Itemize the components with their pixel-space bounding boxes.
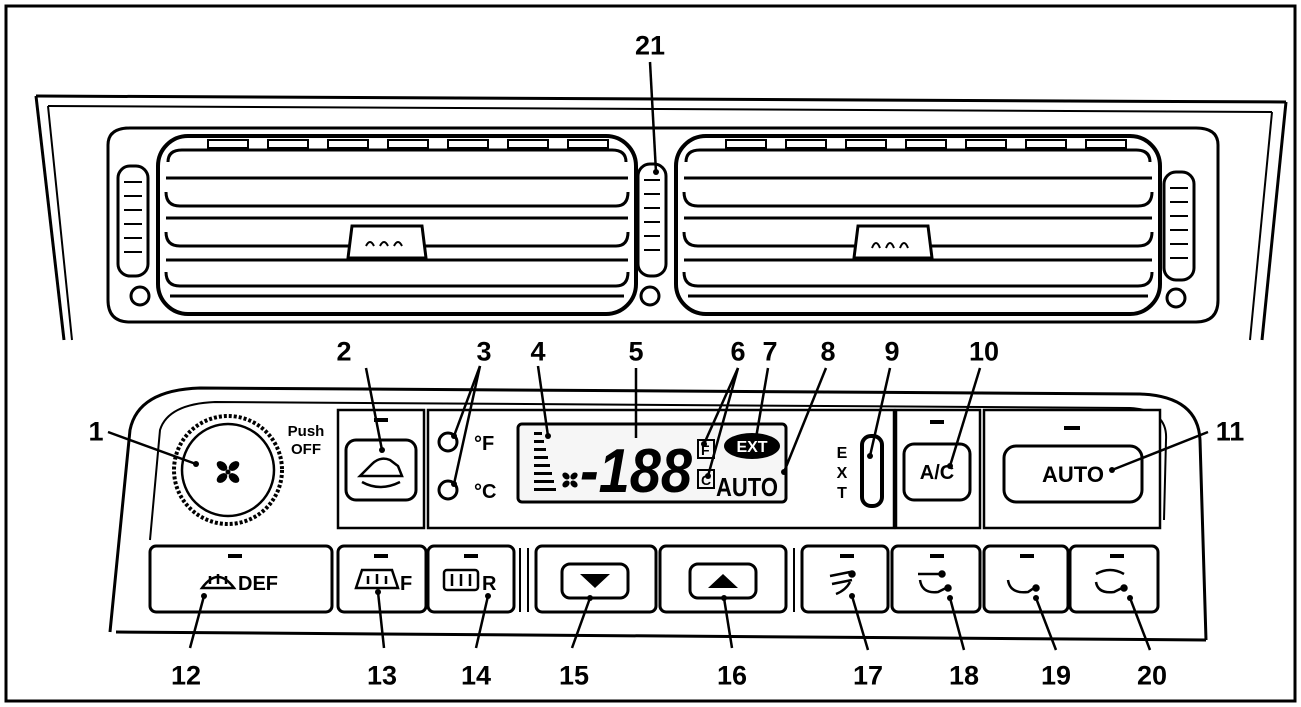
fan-knob [172,414,284,526]
leader-lines [107,61,1209,651]
callout-11: 11 [1215,416,1245,447]
ext-letter-x: X [837,465,848,482]
rear-defrost-icon [442,568,480,592]
auto-button [1002,426,1144,504]
recirculation-button [344,418,418,502]
callout-2: 2 [336,336,352,367]
callout-20: 20 [1136,660,1168,691]
callout-17: 17 [852,660,884,691]
lower-button-row [148,544,1160,614]
auto-button-label: AUTO [1042,462,1104,487]
vent-floor-icon [1006,579,1040,594]
leader-arrowheads [193,169,1133,601]
callout-1: 1 [88,416,104,447]
callout-8: 8 [820,336,836,367]
callout-5: 5 [628,336,644,367]
left-vent-tab [346,224,428,260]
left-vent [156,134,638,316]
lcd-ext-indicator: EXT [736,439,767,456]
front-defrost-label: F [400,573,412,595]
fan-speed-bars [534,432,556,491]
right-vent-tab [852,224,934,260]
lcd-auto-indicator: AUTO [716,472,778,502]
off-label: OFF [291,441,321,458]
lcd-c-indicator: C [701,472,711,488]
callout-12: 12 [170,660,202,691]
callout-3: 3 [476,336,492,367]
vent-floor-defrost-icon [1094,568,1128,594]
callout-10: 10 [968,336,1000,367]
lower-indicator-dashes [228,554,1124,558]
callout-14: 14 [460,660,492,691]
control-panel [108,386,1208,642]
callout-15: 15 [558,660,590,691]
right-vent [674,134,1162,316]
triangle-down-icon [560,562,630,600]
vent-thumbwheels [116,162,1196,309]
vent-bilevel-icon [918,570,952,594]
unit-celsius-label: °C [474,481,496,503]
rear-defrost-label: R [482,573,497,595]
triangle-up-icon [688,562,758,600]
callout-13: 13 [366,660,398,691]
callout-19: 19 [1040,660,1072,691]
defrost-icon [199,574,237,590]
lcd-temperature-digits: -188 [580,437,692,506]
lcd-c-box [697,469,715,489]
ext-button [860,434,884,508]
fan-icon [216,461,240,483]
ext-letter-e: E [837,445,848,462]
callout-7: 7 [762,336,778,367]
dashboard-trim [34,94,1288,341]
ext-letter-t: T [837,485,847,502]
recirculation-car-icon [356,457,404,489]
lcd-fan-icon [562,472,578,488]
front-defrost-icon [354,568,400,590]
callout-6: 6 [730,336,746,367]
callout-9: 9 [884,336,900,367]
ac-button-label: A/C [920,462,954,484]
callout-21: 21 [634,30,666,61]
push-label: Push [288,423,325,440]
callout-4: 4 [530,336,546,367]
callout-16: 16 [716,660,748,691]
lcd-display [516,422,788,504]
callout-18: 18 [948,660,980,691]
def-button-label: DEF [238,573,278,595]
vent-face-icon [829,570,856,596]
unit-fahrenheit-label: °F [474,433,494,455]
lcd-f-indicator: F [701,442,710,458]
lcd-ext-badge [724,433,780,459]
